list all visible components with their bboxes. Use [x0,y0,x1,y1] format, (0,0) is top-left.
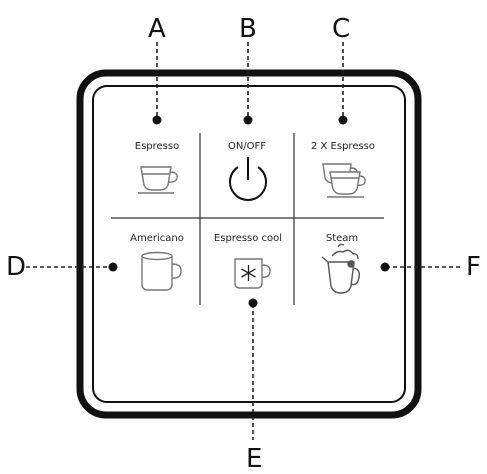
leader-dot-a [152,115,162,125]
double-espresso-button-label: 2 X Espresso [310,141,376,152]
leader-dot-c [338,115,348,125]
milk-jug-icon [321,243,361,294]
callout-label-e: E [246,444,263,474]
callout-label-f: F [466,252,481,282]
callout-label-c: C [332,14,351,44]
espresso-button-label: Espresso [134,141,180,152]
callout-label-b: B [239,14,257,44]
panel-outer-frame [76,69,422,419]
leader-lines [26,42,462,440]
espresso-cup-icon [138,166,178,194]
leader-dot-d [108,262,118,272]
panel-inner-frame [92,85,406,403]
double-cup-icon [322,163,366,198]
power-button-label: ON/OFF [227,141,267,152]
power-icon [229,157,267,201]
leader-dot-b [243,115,253,125]
callout-label-a: A [148,14,166,44]
leader-dot-e [248,298,258,308]
mug-icon [141,251,182,291]
callout-label-d: D [6,252,27,282]
steam-button-label: Steam [325,233,359,244]
espresso-cool-button-label: Espresso cool [213,233,283,244]
leader-dot-f [380,262,390,272]
americano-button-label: Americano [130,233,184,244]
snowflake-mug-icon [234,258,271,289]
